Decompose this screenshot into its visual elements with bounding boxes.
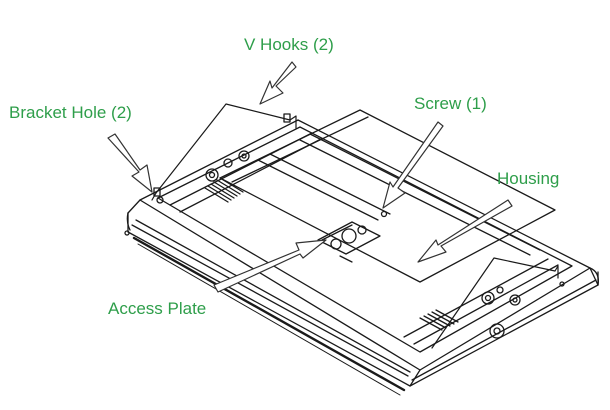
label-screw: Screw (1)	[414, 94, 487, 113]
label-bracket-hole: Bracket Hole (2)	[9, 103, 132, 122]
housing-frame	[126, 119, 599, 396]
callout-arrow-bracket-hole	[107, 133, 153, 193]
label-v-hooks: V Hooks (2)	[244, 35, 334, 54]
callout-arrow-v-hooks	[259, 61, 297, 105]
callout-arrow-access-plate	[213, 239, 327, 293]
housing-panels	[157, 109, 573, 353]
callout-arrow-screw	[382, 121, 444, 209]
v-hooks	[151, 103, 559, 349]
access-plate	[317, 210, 388, 263]
callout-arrow-housing	[417, 199, 513, 263]
label-housing: Housing	[497, 169, 560, 188]
bracket-holes	[153, 113, 291, 197]
housing-bosses	[124, 150, 565, 339]
label-access-plate: Access Plate	[108, 299, 207, 318]
